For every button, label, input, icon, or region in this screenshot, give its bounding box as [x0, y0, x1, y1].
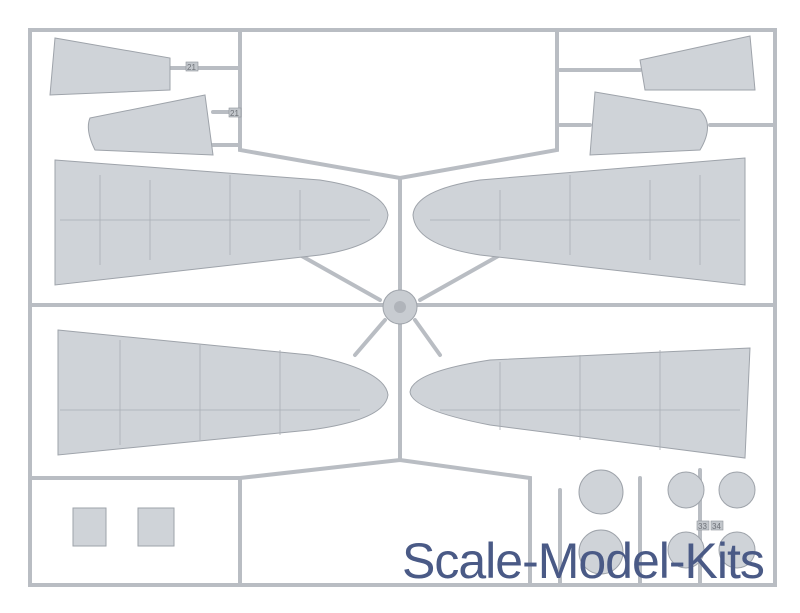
wing-upper-left: [54, 159, 389, 286]
bracket-part: [137, 507, 175, 547]
sprue-hub-center: [394, 301, 406, 313]
part-label: 33: [698, 522, 707, 531]
flap-part: [639, 35, 756, 91]
flap-part: [87, 94, 214, 156]
wheels: [578, 469, 756, 575]
part-label: 34: [712, 522, 721, 531]
panel-lines: [60, 175, 740, 450]
part-label: 21: [187, 63, 196, 72]
watermark: Scale-Model-Kits: [402, 533, 765, 589]
wing-lower-left: [57, 329, 389, 456]
wing-upper-right: [412, 157, 746, 286]
part-label: 21: [230, 109, 239, 118]
flap-part: [49, 37, 171, 96]
bracket-part: [72, 507, 107, 547]
flap-part: [589, 91, 708, 156]
